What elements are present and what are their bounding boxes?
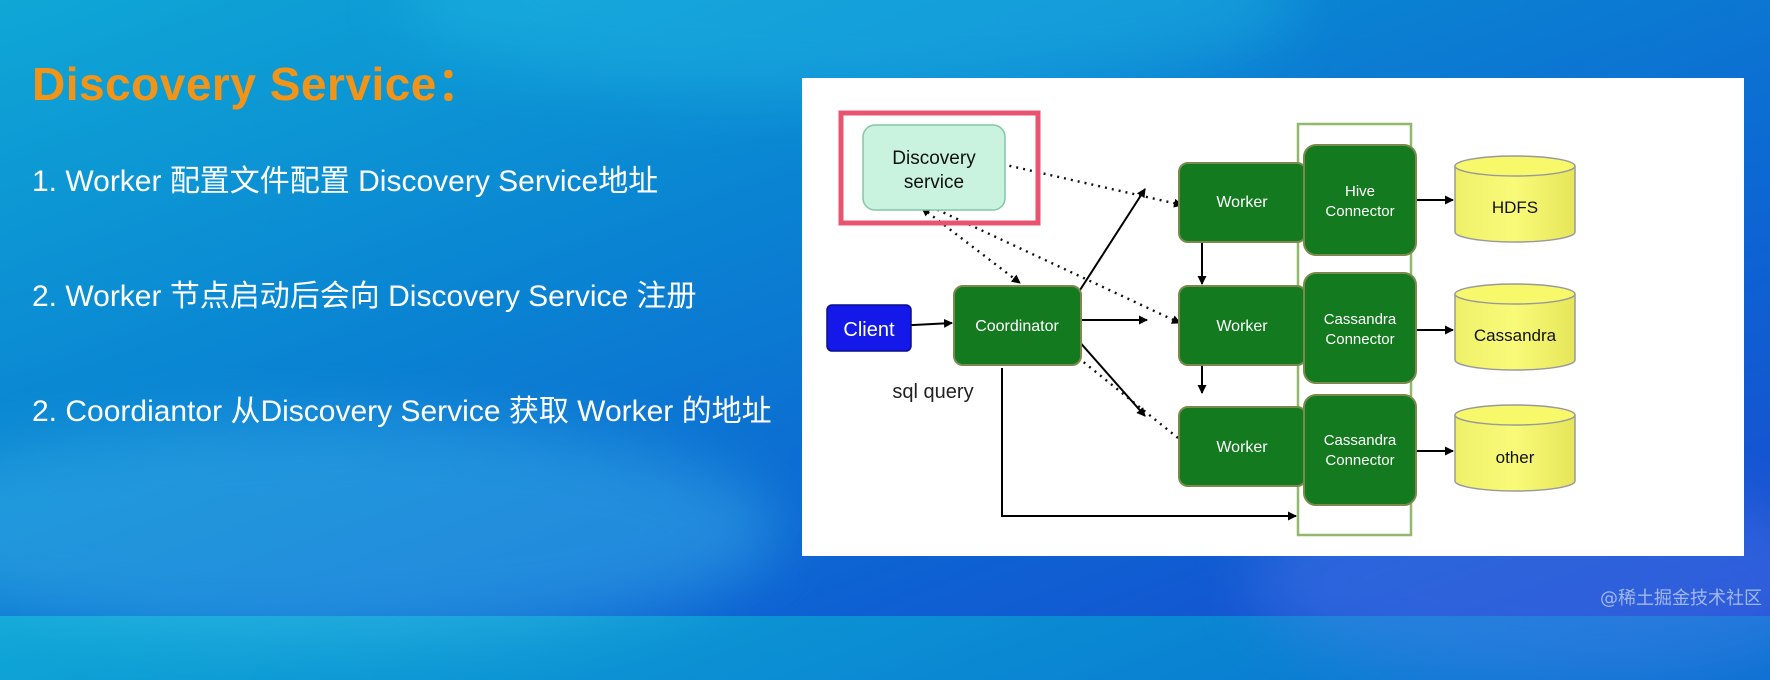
- bullet-point-3: 2. Coordiantor 从Discovery Service 获取 Wor…: [32, 395, 772, 428]
- architecture-diagram: Discovery service Client Coordinator sql…: [826, 110, 1576, 537]
- hive-connector-label-line1: Hive: [1345, 183, 1375, 200]
- dotted-link-worker2: [937, 208, 1181, 325]
- cassandra-connector-node-1: [1303, 272, 1417, 384]
- discovery-links: [921, 163, 1183, 439]
- client-label: Client: [843, 319, 895, 341]
- hive-connector-node: [1303, 144, 1417, 256]
- slide-title: Discovery Service：: [32, 58, 484, 110]
- discovery-label-line2: service: [904, 172, 964, 193]
- cassandra-connector-1-label-line1: Cassandra: [1324, 311, 1397, 328]
- worker-label-3: Worker: [1216, 439, 1268, 456]
- cassandra-label: Cassandra: [1474, 326, 1557, 345]
- worker-label-2: Worker: [1216, 318, 1268, 335]
- coordinator-node: [953, 285, 1082, 366]
- cassandra-store: Cassandra: [1454, 283, 1576, 371]
- discovery-highlight-box: [838, 110, 1041, 226]
- cassandra-connector-2-label-line1: Cassandra: [1324, 432, 1397, 449]
- coordinator-label: Coordinator: [975, 318, 1059, 335]
- background-glow: [0, 420, 780, 640]
- bullet-point-2: 2. Worker 节点启动后会向 Discovery Service 注册: [32, 280, 697, 313]
- cassandra-connector-1-label-line2: Connector: [1325, 331, 1394, 348]
- other-store: other: [1454, 404, 1576, 492]
- dotted-link-worker1: [1005, 163, 1183, 208]
- sql-query-label: sql query: [892, 381, 973, 403]
- client-node: [826, 304, 912, 352]
- worker-label-1: Worker: [1216, 194, 1268, 211]
- architecture-diagram-panel: Discovery service Client Coordinator sql…: [802, 78, 1744, 556]
- hdfs-store: HDFS: [1454, 155, 1576, 243]
- dotted-link-coordinator: [921, 207, 1021, 284]
- cassandra-connector-2-label-line2: Connector: [1325, 452, 1394, 469]
- discovery-label-line1: Discovery: [892, 148, 976, 169]
- hdfs-label: HDFS: [1492, 198, 1538, 217]
- discovery-service-node: [862, 124, 1006, 211]
- other-label: other: [1496, 448, 1535, 467]
- cassandra-connector-node-2: [1303, 394, 1417, 506]
- watermark: @稀土掘金技术社区: [1600, 588, 1762, 609]
- hive-connector-label-line2: Connector: [1325, 203, 1394, 220]
- link-coordinator-connectors: [1001, 368, 1297, 521]
- bullet-point-1: 1. Worker 配置文件配置 Discovery Service地址: [32, 165, 659, 198]
